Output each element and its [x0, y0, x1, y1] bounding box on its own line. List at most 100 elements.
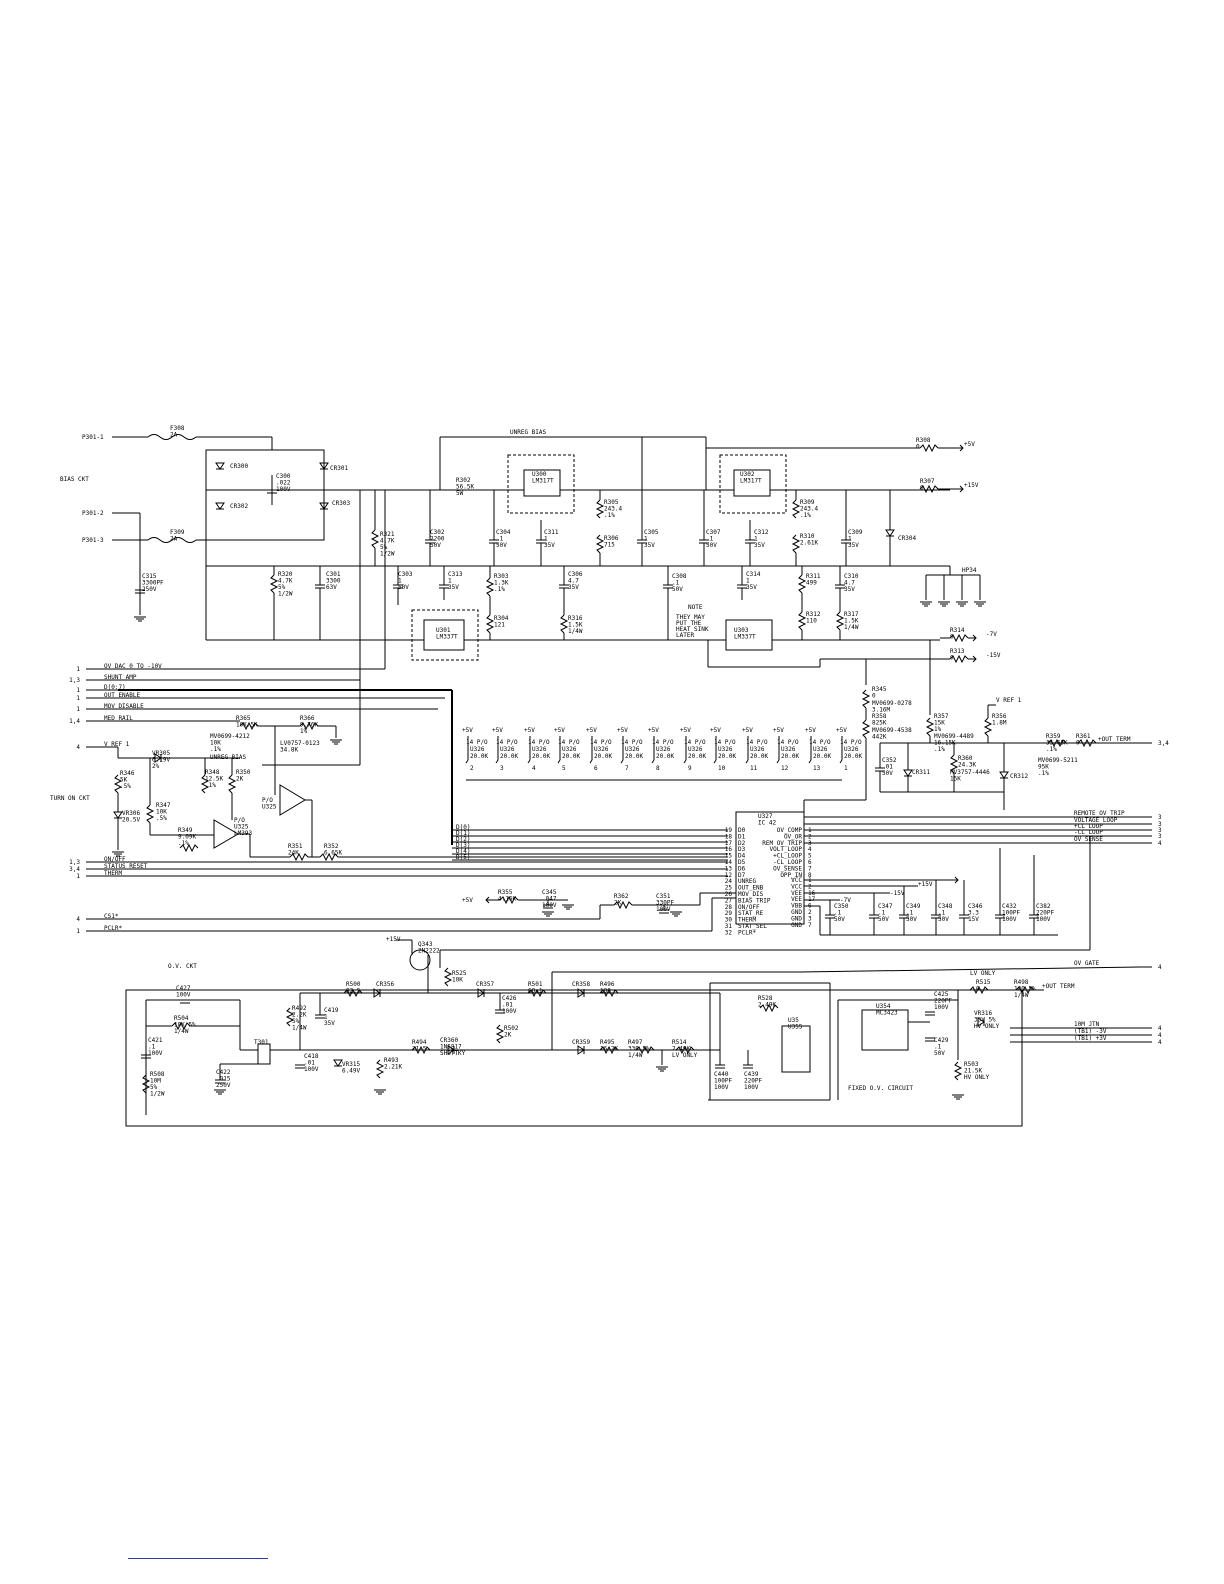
u327-pin-name: D6: [738, 865, 746, 872]
component-label-r357: R357: [934, 713, 949, 720]
u326-label: 14 P/O: [714, 739, 736, 746]
component-label-c304: 50V: [496, 542, 507, 549]
component-label-r366b: 34.8K: [280, 747, 298, 754]
u326-wire: [465, 759, 469, 764]
component-label-c308: .1: [672, 580, 680, 587]
component-label-c352: .01: [882, 764, 893, 771]
component-label-c382: 100V: [1036, 916, 1051, 923]
component-label-r345b: MV0699-0278: [872, 700, 912, 707]
component-label-c351: C351: [656, 893, 671, 900]
u327-power-pin-name: VCC: [791, 883, 802, 890]
left-signal-num: 4: [76, 916, 80, 923]
component-label-c308: C308: [672, 573, 687, 580]
u327-pin-number: 15: [725, 853, 733, 860]
component-label-r305: 243.4: [604, 506, 622, 513]
component-label-u354: U354: [876, 1003, 891, 1010]
left-signal-num: 4: [76, 744, 80, 751]
component-label-c302: C302: [430, 529, 445, 536]
u326-label: 20.0K: [688, 753, 706, 760]
u326-pin-num: 6: [594, 765, 598, 772]
right-signal-name: -15V: [986, 652, 1001, 659]
u327-pin-number: 29: [725, 910, 733, 917]
u327-pin-name: D0: [738, 827, 746, 834]
component-label-r347: 10K: [156, 809, 167, 816]
component-label-r358b: 442K: [872, 734, 887, 741]
u326-pin-num: 3: [500, 765, 504, 772]
u327-power-pin-number: 2: [808, 883, 812, 890]
component-label-r311: 499: [806, 580, 817, 587]
component-label-u300: LM317T: [532, 478, 554, 485]
component-label-c302: 2200: [430, 536, 445, 543]
component-label-r528: R528: [758, 995, 773, 1002]
data-bus-label: D(3): [456, 842, 470, 849]
component-label-r313: R313: [950, 648, 965, 655]
component-label-c426: .01: [502, 1002, 513, 1009]
u326-label: U326: [594, 746, 609, 753]
component-label-vr305: 6.19V: [152, 757, 170, 764]
component-label-r320: 4.7K: [278, 578, 293, 585]
component-label-vr305: VR305: [152, 750, 170, 757]
component-label-c305: C305: [644, 529, 659, 536]
component-label-c307: 50V: [706, 542, 717, 549]
component-label-r359: .1%: [1046, 746, 1057, 753]
component-label-r359: 35.65K: [1046, 740, 1068, 747]
component-label-r528: 2.49K: [758, 1002, 776, 1009]
component-label-lv_only: LV ONLY: [970, 970, 996, 977]
component-label-c314: 1: [746, 578, 750, 585]
component-label-vr306: VR306: [122, 810, 140, 817]
note-label: NOTE: [688, 604, 703, 611]
component-label-c303: 1: [398, 578, 402, 585]
u326-label: 14 P/O: [590, 739, 612, 746]
u326-supply-label: +5V: [773, 727, 784, 734]
component-label-r362: R362: [614, 893, 629, 900]
component-label-c350: C350: [834, 903, 849, 910]
component-label-c422: .015: [216, 1076, 231, 1083]
u327-pin-number: 4: [808, 846, 812, 853]
component-label-c351: 330PF: [656, 900, 674, 907]
right-signal-name: +OUT TERM: [1042, 983, 1075, 990]
component-label-u325: U325: [262, 804, 277, 811]
component-label-r316: 1/4W: [568, 628, 583, 635]
right-signal-name: +5V: [964, 441, 975, 448]
component-label-r361: R361: [1076, 733, 1091, 740]
rail-label: +15V: [386, 936, 401, 943]
connector-pin-label: P301-3: [82, 537, 104, 544]
u327-power-pin-name: VCC: [791, 877, 802, 884]
component-label-f309: F309: [170, 529, 185, 536]
component-label-r321: 5%: [380, 544, 388, 551]
component-label-r302: 5W: [456, 490, 464, 497]
u326-wire: [527, 759, 531, 764]
component-label-r493: R493: [384, 1057, 399, 1064]
component-label-r503: HV ONLY: [964, 1074, 990, 1081]
component-label-r495: R495: [600, 1039, 615, 1046]
u326-label: U326: [500, 746, 515, 753]
u326-supply-label: +5V: [805, 727, 816, 734]
component-label-c426: C426: [502, 995, 517, 1002]
component-label-r508: 5%: [150, 1084, 158, 1091]
component-label-r501: R501: [528, 981, 543, 988]
component-label-c440: C440: [714, 1071, 729, 1078]
component-label-u327: IC 42: [758, 820, 776, 827]
u326-label: 14 P/O: [652, 739, 674, 746]
u326-label: 20.0K: [562, 753, 580, 760]
component-label-r500: 82.5: [346, 988, 361, 995]
component-label-r306: R306: [604, 535, 619, 542]
component-label-c425: C425: [934, 991, 949, 998]
component-label-c349: .1: [906, 910, 914, 917]
right-signal-num: 4: [1158, 1032, 1162, 1039]
component-label-c315: 3300PF: [142, 580, 164, 587]
component-label-c351: 100V: [656, 906, 671, 913]
component-label-r350: 2K: [236, 776, 244, 783]
component-label-r361: 0: [1076, 740, 1080, 747]
component-label-r304: R304: [494, 615, 509, 622]
u327-pin-name: D5: [738, 859, 746, 866]
u327-power-pin-number: 7: [808, 922, 812, 929]
component-label-u325b: P/O: [234, 817, 245, 824]
component-label-r317: 1.5K: [844, 618, 859, 625]
component-label-c310: 35V: [844, 586, 855, 593]
component-label-c352: C352: [882, 757, 897, 764]
component-label-c421: C421: [148, 1037, 163, 1044]
u327-power-pin-number: 3: [808, 915, 812, 922]
